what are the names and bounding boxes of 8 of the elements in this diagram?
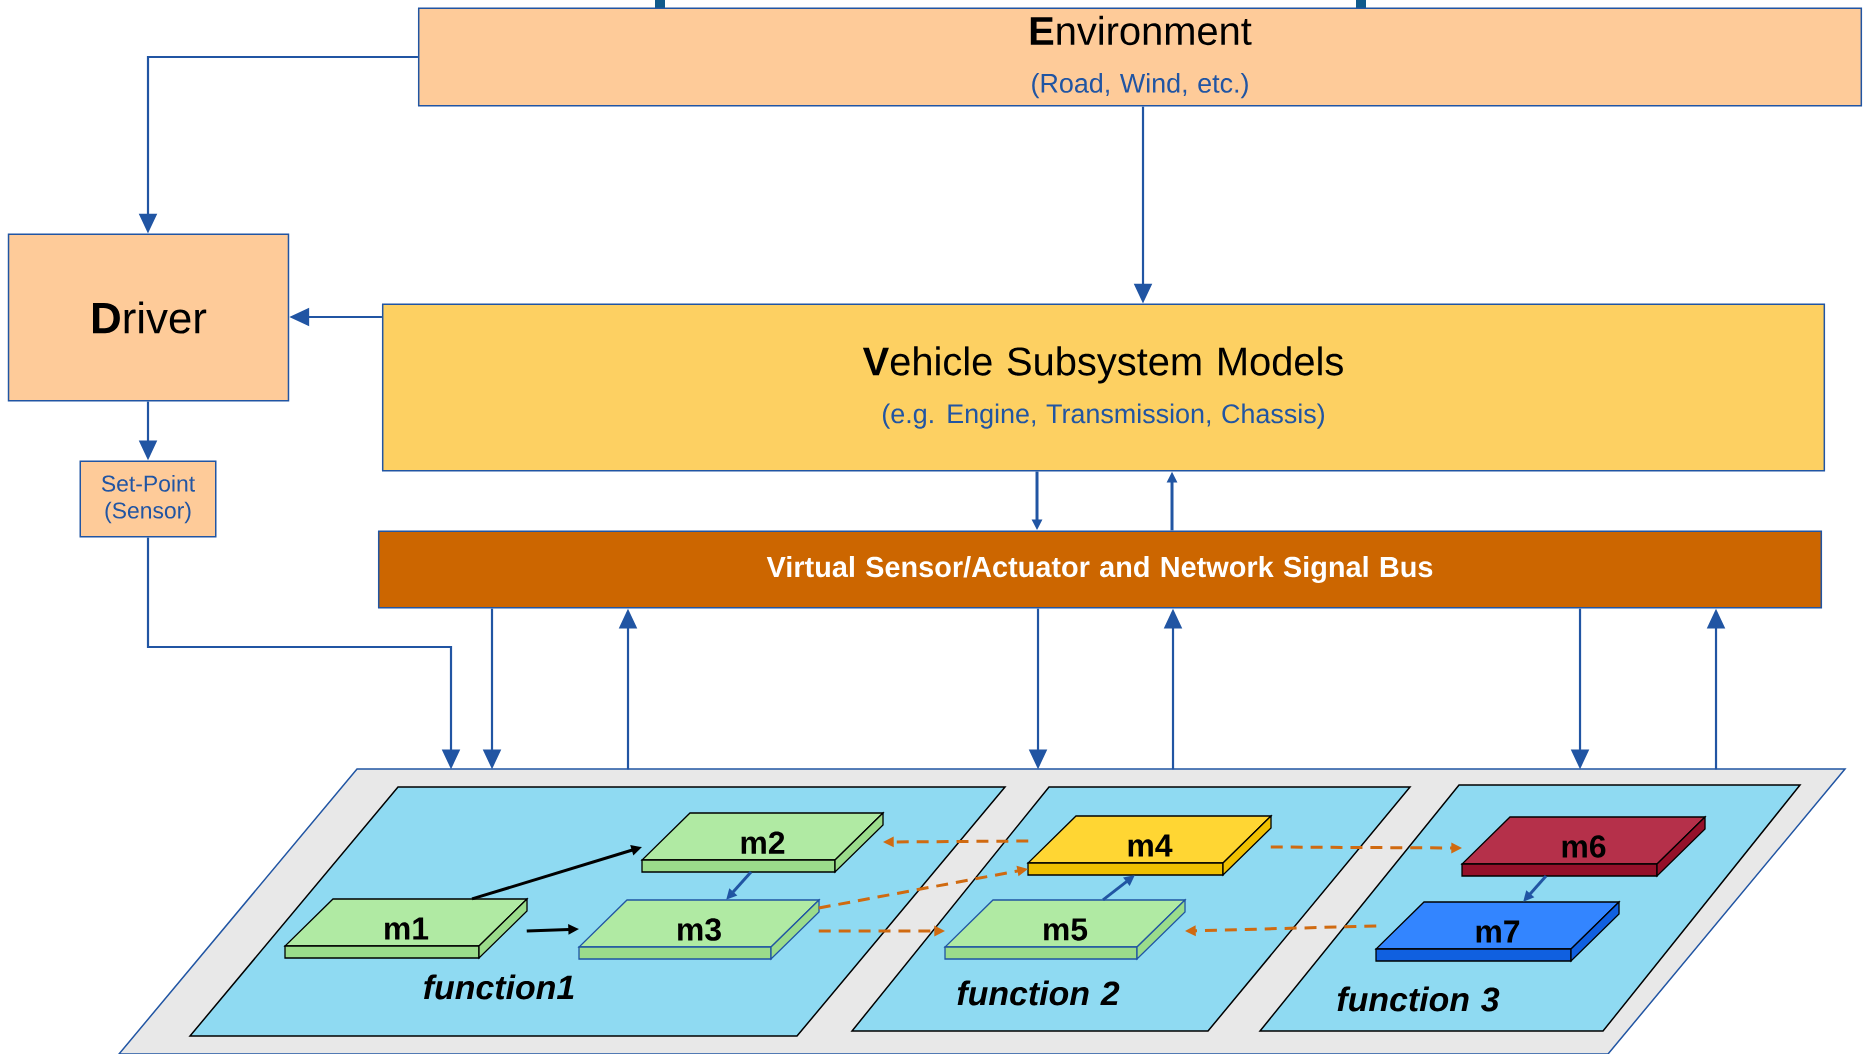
function-label: function1 — [424, 974, 574, 1000]
environment-box: Environment (Road, Wind, etc.) — [417, 7, 1863, 107]
function-label: function 2 — [957, 980, 1120, 1006]
driver-box: Driver — [7, 233, 290, 402]
vehicle-models-box: Vehicle Subsystem Models (e.g. Engine, Transmission, Chassis) — [381, 303, 1826, 472]
signal-bus-bar: Virtual Sensor/Actuator and Network Signal Bus — [377, 530, 1823, 609]
set-point-box: Set-Point (Sensor) — [79, 460, 217, 538]
function-label: function 3 — [1337, 986, 1500, 1012]
